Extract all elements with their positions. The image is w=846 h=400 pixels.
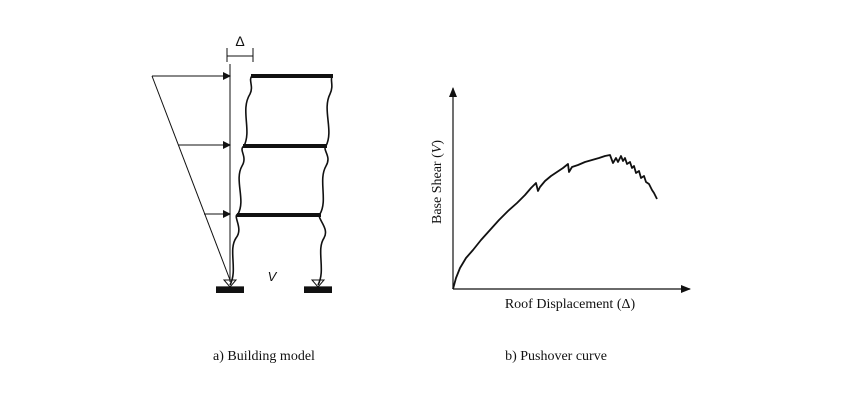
building-model-caption: a) Building model <box>213 349 315 364</box>
lateral-load-profile <box>151 72 231 281</box>
displacement-dimension: Δ <box>226 33 254 62</box>
right-fixed-support <box>304 279 332 293</box>
left-column <box>229 75 253 286</box>
pushover-curve-plot: Base Shear (V) Roof Displacement (Δ) b) … <box>430 87 691 364</box>
pushover-curve-line <box>452 154 658 290</box>
right-column <box>317 75 333 286</box>
left-fixed-support <box>216 279 244 293</box>
pushover-curve-caption: b) Pushover curve <box>505 349 607 364</box>
building-model: Δ V a) Building <box>151 33 333 364</box>
y-axis-label: Base Shear (V) <box>430 140 445 224</box>
base-shear-label: V <box>268 269 278 284</box>
displacement-label: Δ <box>235 33 244 49</box>
x-axis-label: Roof Displacement (Δ) <box>505 297 636 312</box>
